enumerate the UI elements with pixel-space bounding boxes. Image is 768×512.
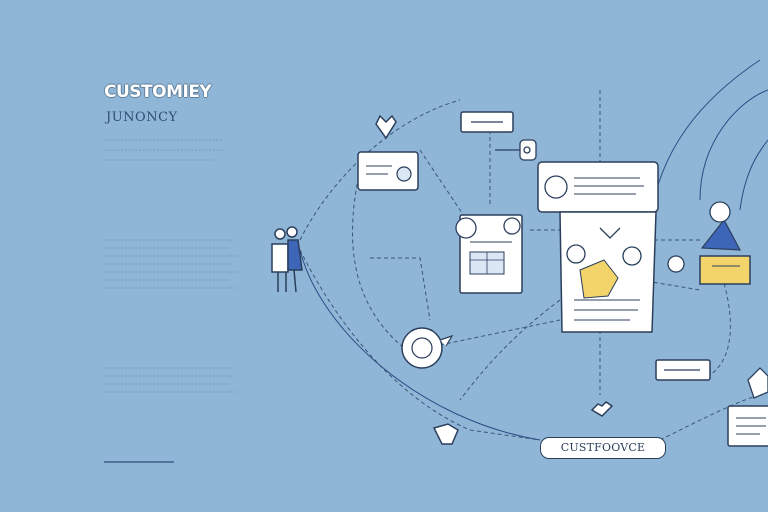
left-text-block-1: [104, 139, 224, 161]
label-bar-right: [655, 359, 711, 381]
label-bar-top: [460, 111, 514, 133]
message-card-icon: [357, 151, 419, 191]
document-icon: [455, 214, 523, 294]
left-text-block-3: [104, 367, 236, 393]
person-icon: [271, 226, 303, 293]
heart-icon: [375, 114, 397, 140]
footer-label-pill: CUSTFOOVCE: [540, 437, 666, 459]
pin-icon: [495, 139, 537, 161]
central-document-icon: [537, 161, 659, 333]
cursor-icon: [590, 401, 614, 417]
small-node: [667, 255, 685, 273]
shield-icon: [432, 423, 459, 445]
chat-bubble-icon: [401, 327, 454, 369]
laptop-icon: [727, 405, 768, 447]
page-subtitle: JUNONCY: [106, 110, 178, 125]
left-text-block-2: [104, 239, 238, 289]
solid-arcs: [299, 59, 768, 441]
tag-icon: [699, 201, 751, 285]
leaf-icon: [747, 367, 768, 399]
page-title: CUSTOMIEY: [104, 82, 212, 102]
